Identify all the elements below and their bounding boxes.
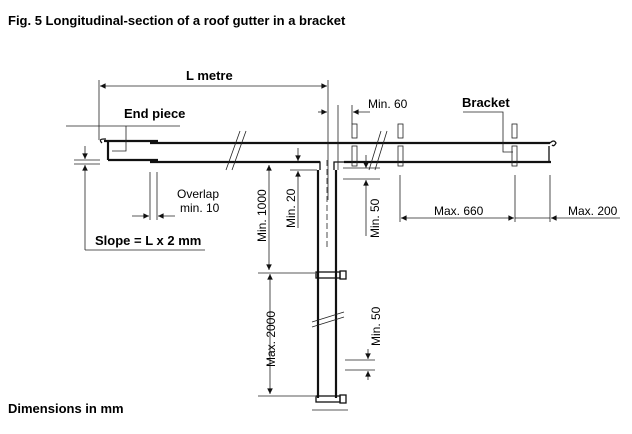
- label-overlap-1: Overlap: [177, 187, 219, 201]
- bracket-1: [351, 123, 358, 139]
- dim-min-50-outlet: Min. 50: [343, 155, 382, 238]
- dim-max-2000: Max. 2000: [258, 273, 315, 397]
- label-min-20: Min. 20: [284, 188, 298, 228]
- break-mark: [231, 130, 247, 171]
- label-end-piece: End piece: [124, 106, 185, 121]
- label-min-50-outlet: Min. 50: [368, 198, 382, 238]
- outlet-and-downpipe: [310, 160, 348, 411]
- dim-bracket-spacing: Max. 660 Max. 200: [399, 175, 620, 222]
- label-bracket: Bracket: [462, 95, 510, 110]
- dim-min-50-pipe: Min. 50: [345, 306, 383, 380]
- dim-slope: Slope = L x 2 mm: [74, 146, 205, 251]
- bracket-2: [397, 123, 404, 139]
- dim-min-60: Min. 60: [318, 97, 408, 170]
- label-min-50-pipe: Min. 50: [369, 306, 383, 346]
- brackets: [351, 123, 518, 167]
- break-mark: [225, 130, 241, 171]
- gutter-bead-right: [549, 140, 557, 147]
- dim-overlap: Overlap min. 10: [132, 172, 220, 220]
- label-min-60: Min. 60: [368, 97, 408, 111]
- gutter-bead-left: [99, 138, 106, 144]
- gutter-left-section: [99, 130, 340, 171]
- dim-length: L metre: [98, 68, 329, 200]
- bracket-3: [511, 123, 518, 139]
- label-overlap-2: min. 10: [180, 201, 220, 215]
- dim-min-20: Min. 20: [284, 148, 317, 228]
- label-max-660: Max. 660: [434, 204, 484, 218]
- label-length: L metre: [186, 68, 233, 83]
- figure-title: Fig. 5 Longitudinal-section of a roof gu…: [8, 13, 346, 28]
- label-max-2000: Max. 2000: [264, 311, 278, 367]
- dim-min-1000: Min. 1000: [255, 165, 315, 274]
- figure-footer: Dimensions in mm: [8, 401, 124, 416]
- label-min-1000: Min. 1000: [255, 189, 269, 242]
- label-max-200: Max. 200: [568, 204, 618, 218]
- gutter-right-section: [340, 130, 557, 171]
- label-slope: Slope = L x 2 mm: [95, 233, 201, 248]
